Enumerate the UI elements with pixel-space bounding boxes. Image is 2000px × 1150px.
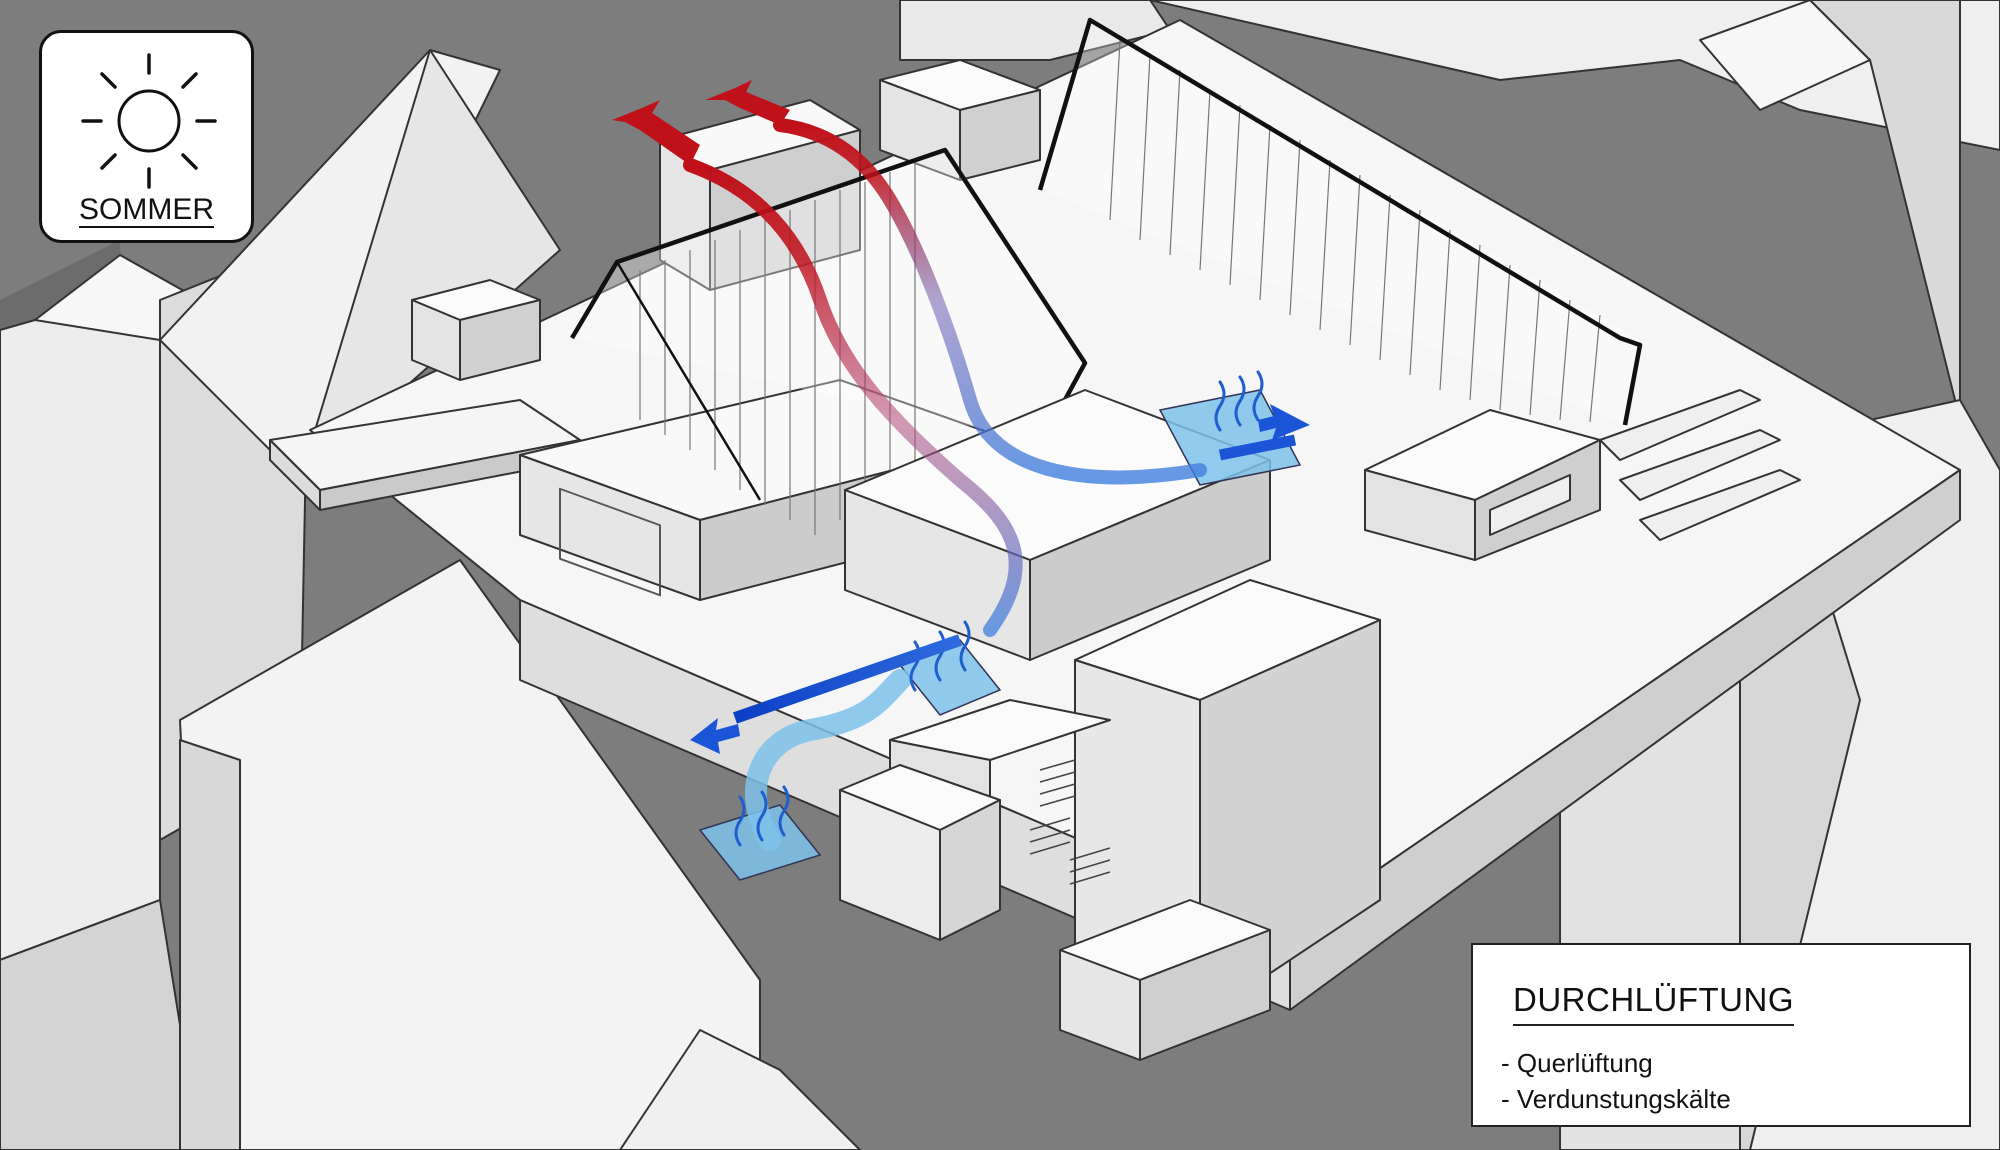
stepped-terraces — [1599, 389, 1801, 541]
legend-list: - Querlüftung - Verdunstungskälte — [1501, 1045, 1731, 1117]
cool-air-arrow-rear — [1258, 404, 1310, 440]
warm-air-arrow-left — [612, 100, 700, 165]
legend-item-verdunstungskaelte: - Verdunstungskälte — [1501, 1084, 1731, 1114]
stair-annex — [839, 699, 1111, 941]
front-low-box — [1059, 899, 1271, 1061]
legend-item-querlueftung: - Querlüftung — [1501, 1048, 1653, 1078]
airflow-rising — [683, 118, 1207, 637]
cool-air-inflow — [690, 404, 1310, 754]
legend-title: DURCHLÜFTUNG — [1513, 981, 1794, 1026]
right-block — [1364, 409, 1601, 561]
season-label: SOMMER — [79, 193, 214, 226]
cool-air-arrow-front — [690, 718, 740, 754]
water-basins — [698, 389, 1302, 881]
warm-air-arrow-right — [705, 80, 790, 125]
season-badge: SOMMER — [39, 30, 254, 243]
rear-volumes — [411, 59, 1041, 381]
warm-air-arrows — [612, 80, 790, 165]
sun-icon — [81, 53, 217, 189]
airflow-path-right — [773, 118, 1207, 485]
cool-air-bar-front — [733, 634, 962, 724]
neighbor-buildings-left — [0, 49, 761, 1150]
legend-box: DURCHLÜFTUNG - Querlüftung - Verdunstung… — [1471, 943, 1971, 1127]
water-channel — [744, 669, 911, 851]
greenhouse-2 — [1037, 17, 1643, 426]
airflow-path-left — [683, 158, 1023, 637]
greenhouse-1 — [570, 147, 1088, 535]
front-left-buildings — [619, 1029, 861, 1150]
evaporation-waves — [734, 370, 1264, 847]
cool-air-bar-rear — [1218, 434, 1297, 461]
water-basin-rear — [1158, 389, 1302, 486]
